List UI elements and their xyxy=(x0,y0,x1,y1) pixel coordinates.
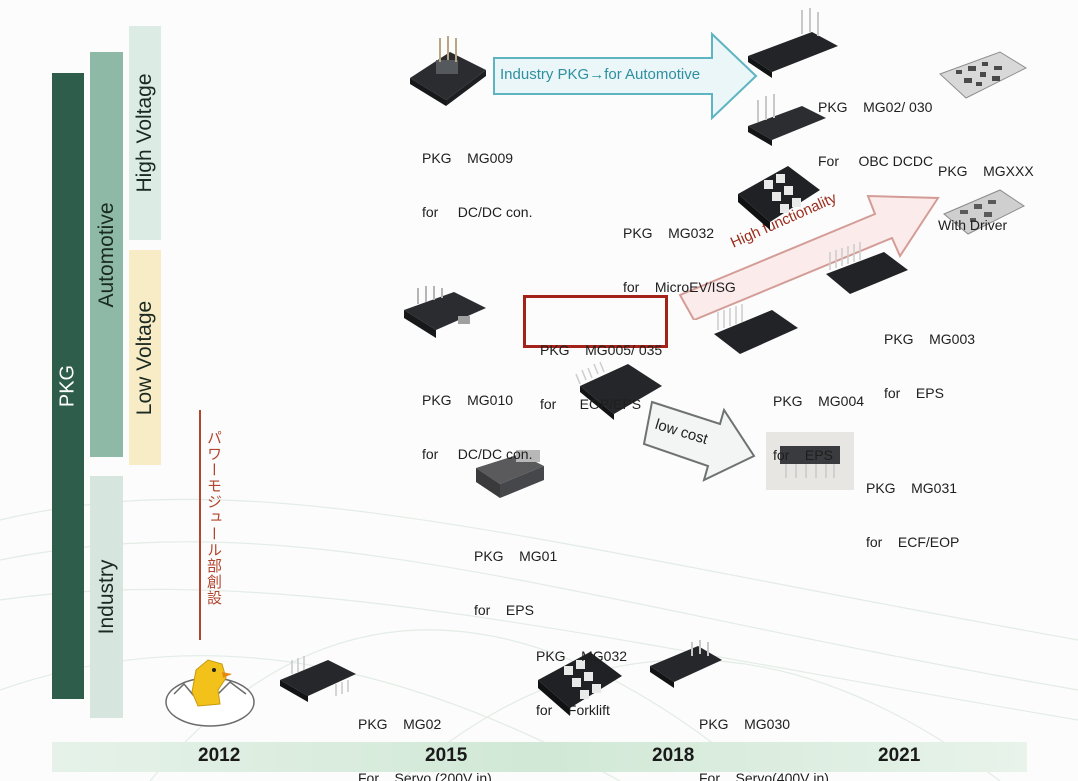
product-code: PKG MG032 xyxy=(623,225,715,241)
product-label-mg032-ev: PKG MG032 for MicroEV/ISG xyxy=(623,188,736,314)
product-label-mg032-forklift: PKG MG032 for Forklift xyxy=(536,611,627,737)
founding-text: パワーモジュール部創設 xyxy=(205,430,222,606)
product-code: PKG MG01 xyxy=(474,548,558,564)
product-label-mg009: PKG MG009 for DC/DC con. xyxy=(422,113,532,239)
module-mg004-image xyxy=(714,304,798,354)
product-code: PKG MG003 xyxy=(884,331,976,347)
module-mg032-ev-image xyxy=(738,166,820,230)
product-use: for EOP/EPS xyxy=(540,396,642,412)
module-mg005-035-image xyxy=(575,361,662,420)
product-use: With Driver xyxy=(938,217,1008,233)
product-use: for DC/DC con. xyxy=(422,204,533,220)
product-label-mg01: PKG MG01 for EPS xyxy=(474,511,557,637)
module-mg031-image xyxy=(766,432,854,490)
product-use: for EPS xyxy=(773,447,833,463)
arrow-high-functionality xyxy=(678,194,940,320)
module-mgxxx-lower-image xyxy=(943,189,1025,235)
product-label-mg02: PKG MG02 For Servo (200V in) xyxy=(358,679,492,781)
year-label: 2015 xyxy=(425,745,468,766)
founding-line xyxy=(199,410,201,640)
product-code: PKG MG031 xyxy=(866,480,958,496)
product-label-mg030: PKG MG030 For Servo(400V in) xyxy=(699,679,829,781)
product-code: PKG MG032 xyxy=(536,648,628,664)
category-label-low-voltage: Low Voltage xyxy=(133,300,156,415)
product-code: PKG MG02 xyxy=(358,716,442,732)
product-code: PKG MG02/ 030 xyxy=(818,99,933,115)
product-label-mg02-030: PKG MG02/ 030 For OBC DCDC xyxy=(818,62,933,188)
product-label-mg004: PKG MG004 for EPS xyxy=(773,356,864,482)
chick-egg-icon xyxy=(165,659,255,727)
module-mg02-030-bottom-image xyxy=(748,94,826,146)
product-use: For OBC DCDC xyxy=(818,153,934,169)
category-bar-industry: Industry xyxy=(90,476,123,718)
product-use: for ECF/EOP xyxy=(866,534,960,550)
product-use: for Forklift xyxy=(536,702,610,718)
category-bar-high-voltage: High Voltage xyxy=(129,26,161,240)
arrow-to-automotive xyxy=(493,31,758,121)
category-bar-low-voltage: Low Voltage xyxy=(129,250,161,465)
product-label-mgxxx: PKG MGXXX With Driver xyxy=(938,126,1034,252)
module-mg02-image xyxy=(280,656,356,702)
product-label-mg031: PKG MG031 for ECF/EOP xyxy=(866,443,959,569)
year-label: 2021 xyxy=(878,745,921,766)
product-label-mg010: PKG MG010 for DC/DC con. xyxy=(422,355,532,481)
product-code: PKG MGXXX xyxy=(938,163,1034,179)
category-bar-automotive: Automotive xyxy=(90,52,123,457)
product-use: For Servo(400V in) xyxy=(699,770,829,781)
module-mg030-image xyxy=(650,640,722,688)
category-label-high-voltage: High Voltage xyxy=(133,73,156,193)
module-mgxxx-image xyxy=(939,51,1028,99)
product-use: for EPS xyxy=(474,602,534,618)
year-label: 2012 xyxy=(198,745,241,766)
arrow-low-cost xyxy=(642,400,756,482)
module-mg003-image xyxy=(826,242,908,294)
product-code: PKG MG005/ 035 xyxy=(540,342,663,358)
product-use: for MicroEV/ISG xyxy=(623,279,736,295)
year-label: 2018 xyxy=(652,745,695,766)
timeline-bar xyxy=(52,742,1027,772)
module-mg01-image xyxy=(476,450,544,498)
module-mg02-030-top-image xyxy=(748,8,838,78)
product-use: for EPS xyxy=(884,385,944,401)
category-label-automotive: Automotive xyxy=(94,201,118,308)
product-label-mg005-035: PKG MG005/ 035 for EOP/EPS xyxy=(540,305,662,431)
product-code: PKG MG030 xyxy=(699,716,791,732)
product-code: PKG MG004 xyxy=(773,393,865,409)
arrow-automotive-label: Industry PKG→for Automotive xyxy=(500,66,701,83)
category-label-industry: Industry xyxy=(94,559,118,635)
product-use: For Servo (200V in) xyxy=(358,770,492,781)
category-label-pkg: PKG xyxy=(56,364,79,408)
module-mg010-image xyxy=(404,286,486,338)
product-use: for DC/DC con. xyxy=(422,446,533,462)
product-label-mg003: PKG MG003 for EPS xyxy=(884,294,975,420)
category-bar-pkg: PKG xyxy=(52,73,84,699)
highlight-box xyxy=(523,295,668,348)
product-code: PKG MG010 xyxy=(422,392,514,408)
module-mg032-forklift-image xyxy=(538,652,622,716)
module-mg009-image xyxy=(410,36,486,106)
product-code: PKG MG009 xyxy=(422,150,514,166)
